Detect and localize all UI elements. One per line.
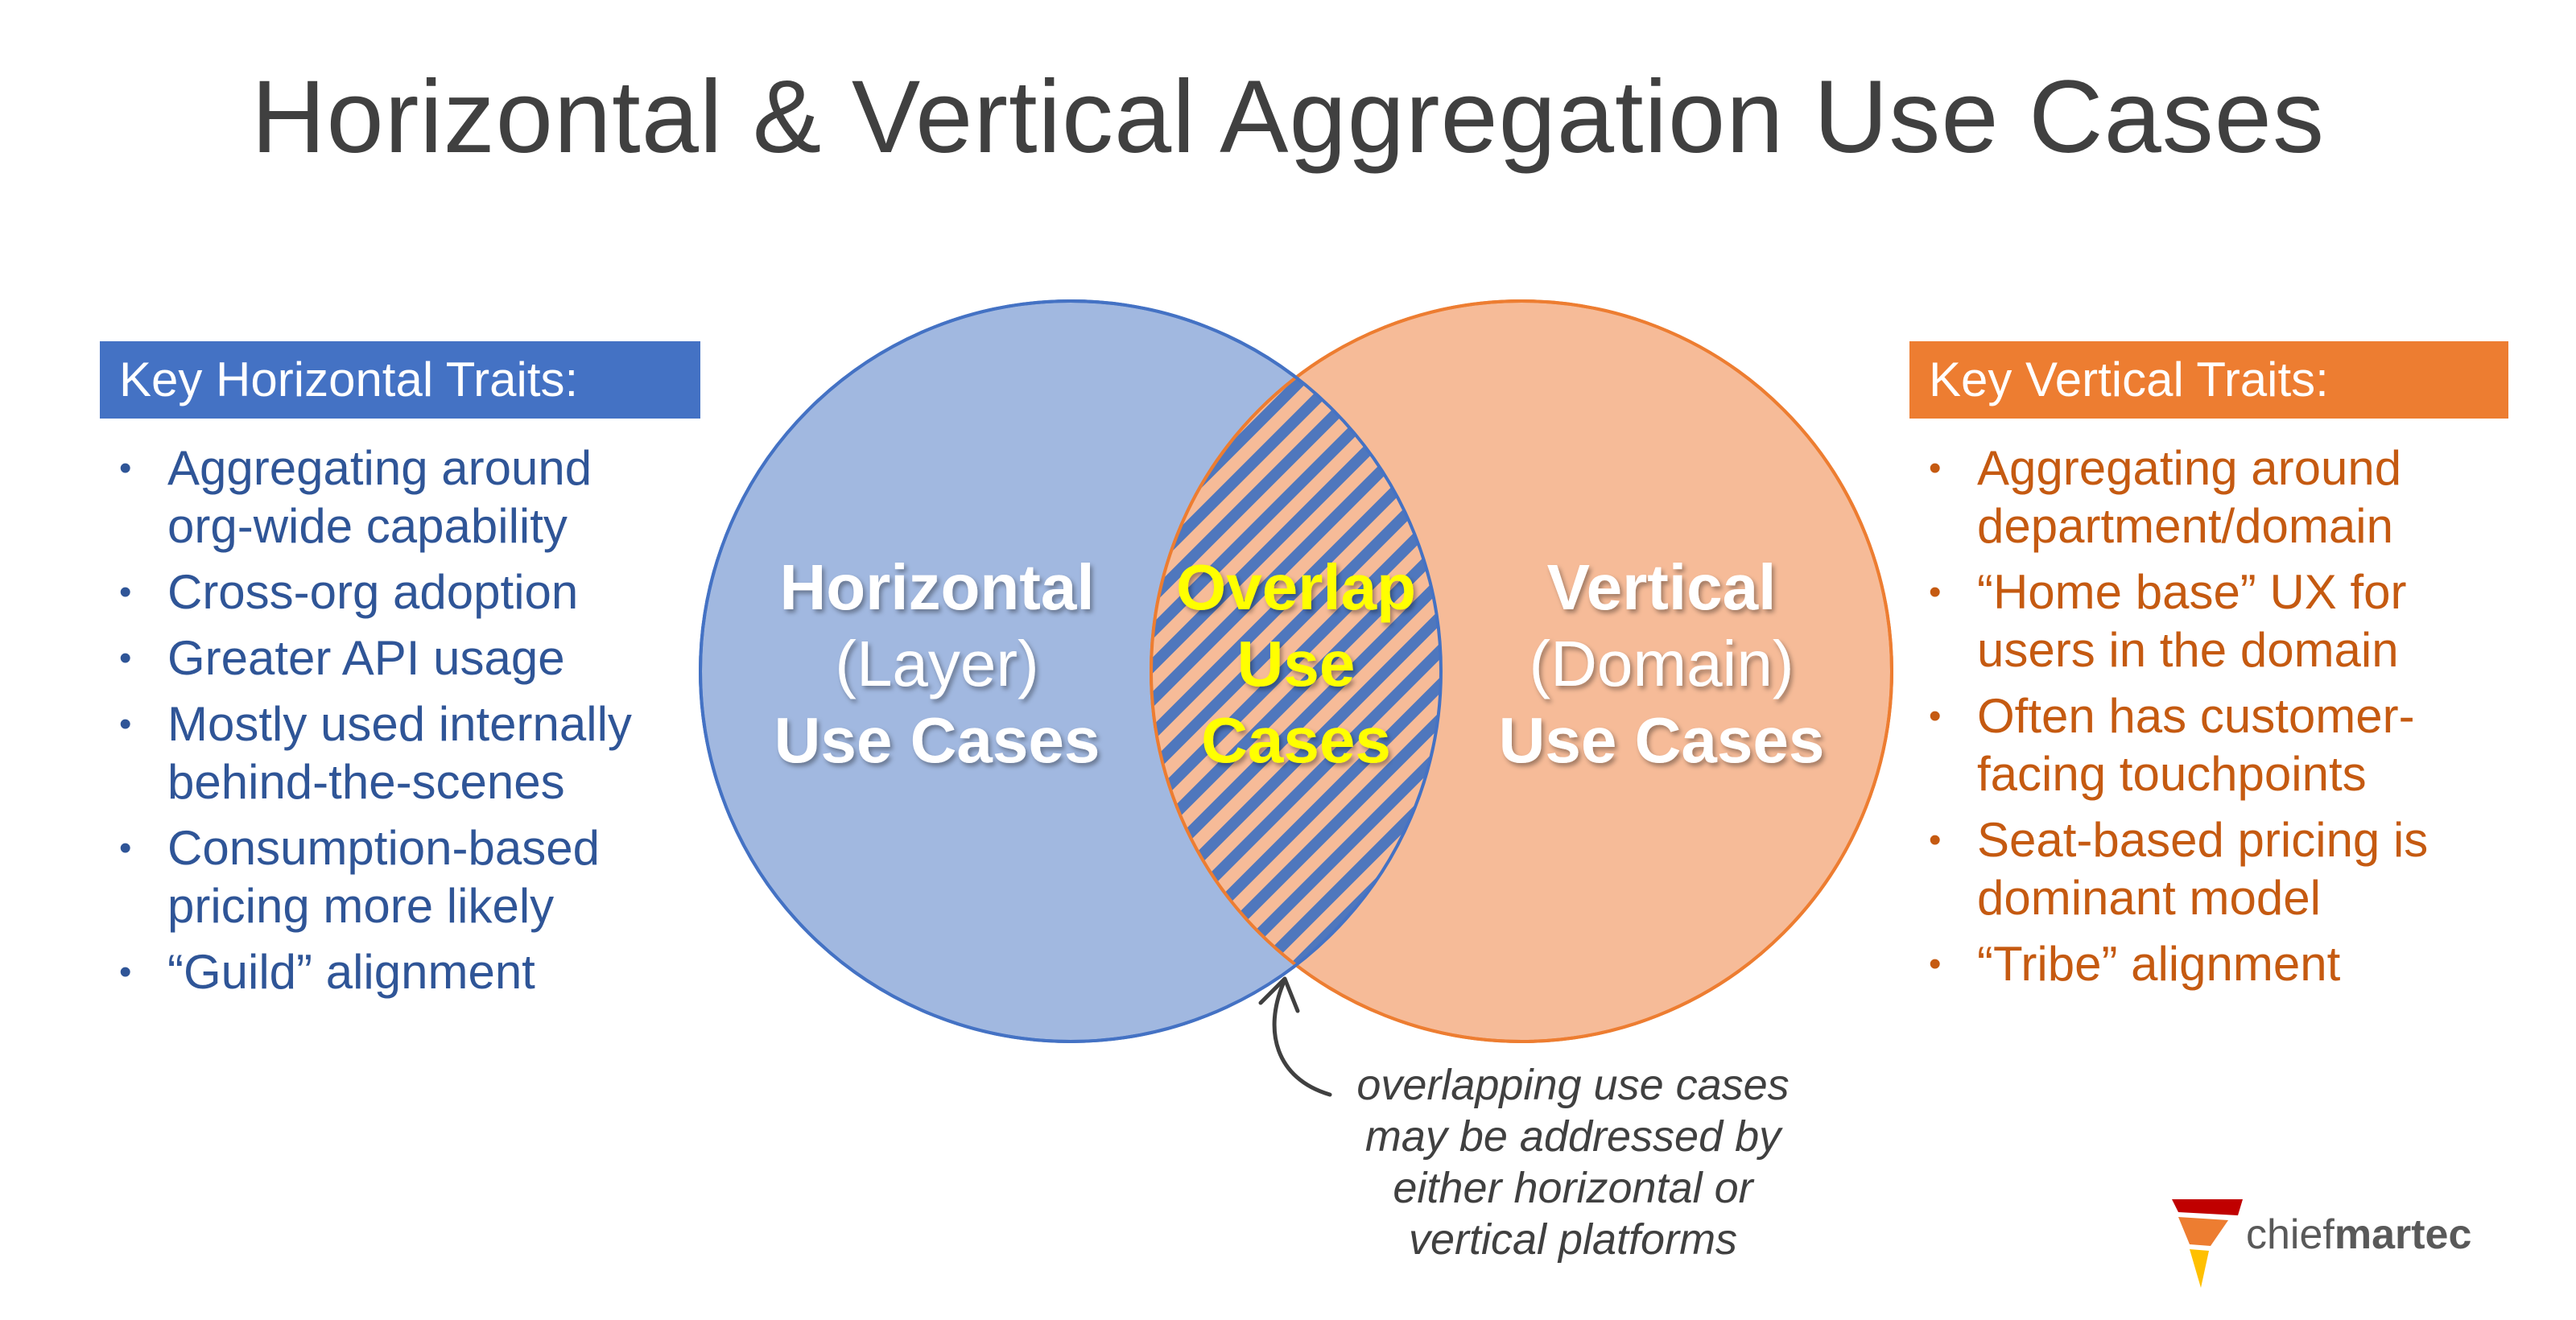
- vertical-trait-item-line: Seat-based pricing is: [1977, 813, 2429, 867]
- bullet-icon: •: [1929, 820, 1942, 860]
- horizontal-trait-item-line: Greater API usage: [167, 631, 565, 685]
- bullet-icon: •: [1929, 944, 1942, 984]
- vertical-label-line2: (Domain): [1530, 628, 1794, 699]
- overlap-label-line1: Overlap: [1176, 551, 1416, 623]
- annotation-line: overlapping use cases: [1356, 1061, 1790, 1109]
- vertical-trait-item-line: facing touchpoints: [1977, 747, 2367, 801]
- bullet-icon: •: [119, 828, 132, 868]
- horizontal-label-line3: Use Cases: [774, 704, 1100, 776]
- overlap-label-line3: Cases: [1201, 704, 1391, 776]
- horizontal-trait-item: • Greater API usage: [100, 629, 728, 687]
- horizontal-trait-item-line: Cross-org adoption: [167, 565, 579, 619]
- vertical-trait-item-line: Often has customer-: [1977, 689, 2415, 743]
- overlap-region: [1151, 301, 1441, 1042]
- chiefmartec-logo: chiefmartec: [2165, 1188, 2504, 1293]
- annotation-line: vertical platforms: [1408, 1215, 1738, 1264]
- chiefmartec-logo-text: chiefmartec: [2246, 1211, 2472, 1258]
- vertical-trait-item-line: “Home base” UX for: [1977, 565, 2407, 619]
- vertical-trait-item: • Often has customer-facing touchpoints: [1909, 687, 2553, 803]
- vertical-label-line1: Vertical: [1547, 551, 1777, 623]
- vertical-trait-item-line: users in the domain: [1977, 623, 2399, 677]
- horizontal-trait-item-line: org-wide capability: [167, 499, 568, 553]
- vertical-trait-item-line: “Tribe” alignment: [1977, 937, 2341, 991]
- horizontal-trait-item: • “Guild” alignment: [100, 943, 728, 1001]
- bullet-icon: •: [119, 952, 132, 992]
- vertical-trait-item: • “Tribe” alignment: [1909, 935, 2553, 993]
- vertical-traits-header: Key Vertical Traits:: [1909, 341, 2508, 419]
- horizontal-trait-item-line: Consumption-based: [167, 821, 600, 875]
- horizontal-trait-item: • Cross-org adoption: [100, 563, 728, 621]
- annotation-line: either horizontal or: [1393, 1164, 1753, 1212]
- chiefmartec-logo-icon: [2172, 1199, 2243, 1288]
- bullet-icon: •: [119, 704, 132, 744]
- annotation-arrow: [1258, 976, 1332, 1097]
- bullet-icon: •: [119, 572, 132, 612]
- annotation-line: may be addressed by: [1364, 1112, 1781, 1161]
- vertical-trait-item-line: department/domain: [1977, 499, 2393, 553]
- page-title: Horizontal & Vertical Aggregation Use Ca…: [251, 60, 2325, 175]
- overlap-label-line2: Use: [1237, 628, 1356, 699]
- horizontal-trait-item-line: Mostly used internally: [167, 697, 632, 751]
- vertical-trait-item-line: dominant model: [1977, 871, 2321, 925]
- horizontal-trait-item-line: Aggregating around: [167, 441, 592, 495]
- horizontal-circle-outline: [699, 299, 1443, 1043]
- bullet-icon: •: [1929, 448, 1942, 488]
- vertical-label-line3: Use Cases: [1499, 704, 1825, 776]
- vertical-circle-outline: [1150, 299, 1893, 1043]
- bullet-icon: •: [119, 638, 132, 678]
- bullet-icon: •: [1929, 572, 1942, 612]
- bullet-icon: •: [119, 448, 132, 488]
- horizontal-label-line2: (Layer): [835, 628, 1038, 699]
- horizontal-trait-item-line: pricing more likely: [167, 879, 555, 933]
- horizontal-trait-item-line: behind-the-scenes: [167, 755, 565, 809]
- bullet-icon: •: [1929, 696, 1942, 736]
- horizontal-trait-item-line: “Guild” alignment: [167, 945, 535, 999]
- horizontal-label-line1: Horizontal: [779, 551, 1094, 623]
- horizontal-traits-header: Key Horizontal Traits:: [100, 341, 700, 419]
- vertical-trait-item-line: Aggregating around: [1977, 441, 2402, 495]
